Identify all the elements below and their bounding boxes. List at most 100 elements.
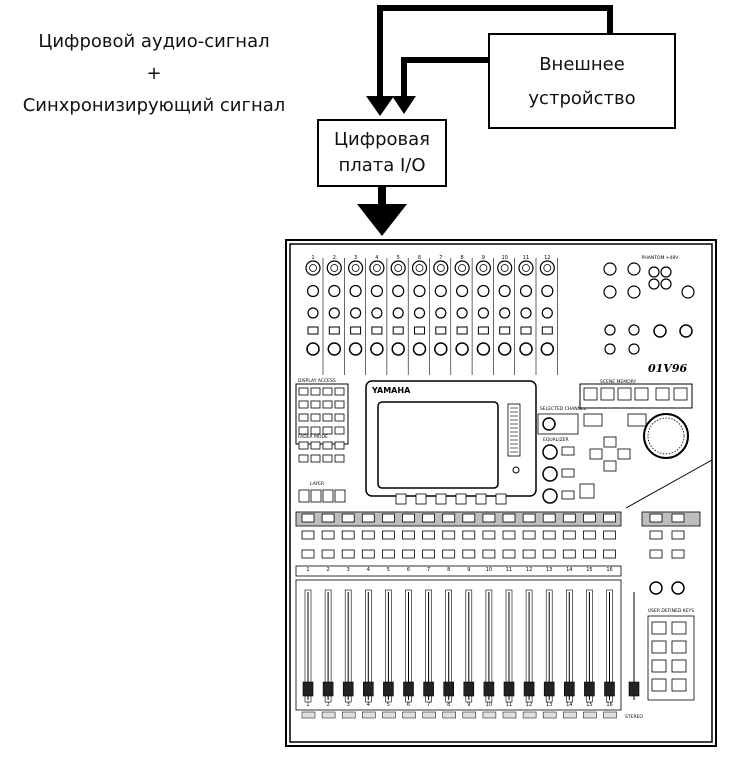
insert-jack	[457, 308, 467, 318]
pad-switch	[372, 327, 382, 334]
fader-knob	[343, 682, 353, 696]
gain-knob	[605, 325, 615, 335]
channel-number: 12	[526, 567, 532, 573]
xlr-input-core	[331, 265, 338, 272]
lcd-screen	[378, 402, 498, 488]
eq-knob	[543, 467, 557, 481]
fader-knob	[383, 682, 393, 696]
channel-number: 16	[606, 567, 612, 573]
channel-number: 6	[407, 567, 410, 573]
user-defined-key	[672, 641, 686, 653]
sel-key	[503, 514, 515, 522]
channel-number: 5	[387, 567, 390, 573]
sel-key	[382, 514, 394, 522]
channel-number: 14	[566, 567, 572, 573]
on-key	[382, 550, 394, 558]
store-scene-key	[674, 388, 687, 400]
channel-number: 6	[407, 702, 410, 708]
fader-knob	[444, 682, 454, 696]
sel-key	[483, 514, 495, 522]
display-access-key	[311, 414, 320, 421]
gain-knob	[477, 343, 489, 355]
channel-number: 2	[327, 567, 330, 573]
input-number: 10	[502, 255, 508, 261]
layer-key	[323, 490, 333, 502]
master-key	[650, 531, 662, 539]
sel-key	[563, 514, 575, 522]
xlr-input-core	[523, 265, 530, 272]
insert-jack	[393, 308, 403, 318]
fader-knob	[524, 682, 534, 696]
jack-input	[478, 286, 489, 297]
cursor-left-key	[590, 449, 602, 459]
on-key	[302, 550, 314, 558]
insert-jack	[329, 308, 339, 318]
fader-knob	[605, 682, 615, 696]
channel-number: 4	[367, 702, 370, 708]
pad-switch	[308, 327, 318, 334]
channel-number: 2	[327, 702, 330, 708]
stereo-fader-knob	[629, 682, 639, 696]
input-number: 12	[544, 255, 550, 261]
channel-number: 12	[526, 702, 532, 708]
store-key	[580, 484, 594, 498]
function-key	[416, 494, 426, 504]
scribble-strip	[382, 712, 395, 718]
pad-switch	[436, 327, 446, 334]
gain-knob	[307, 343, 319, 355]
pad-switch	[457, 327, 467, 334]
gain-knob	[499, 343, 511, 355]
pad-switch	[521, 327, 531, 334]
solo-key	[483, 531, 495, 539]
effect-return-knob	[650, 582, 662, 594]
channel-number: 5	[387, 702, 390, 708]
sel-key	[443, 514, 455, 522]
on-key	[563, 550, 575, 558]
display-access-key	[323, 401, 332, 408]
function-key	[476, 494, 486, 504]
channel-number: 15	[586, 567, 592, 573]
xlr-input-core	[416, 265, 423, 272]
pad-switch	[393, 327, 403, 334]
input-number: 2	[333, 255, 336, 261]
user-defined-key	[652, 660, 666, 672]
sel-key	[322, 514, 334, 522]
scribble-strip	[302, 712, 315, 718]
solo-key	[362, 531, 374, 539]
sel-key	[604, 514, 616, 522]
scene-key	[584, 388, 597, 400]
fader-knob	[564, 682, 574, 696]
solo-key	[583, 531, 595, 539]
master-sel-key	[650, 514, 662, 522]
on-key	[362, 550, 374, 558]
solo-key	[403, 531, 415, 539]
channel-number: 9	[467, 702, 470, 708]
scene-key	[635, 388, 648, 400]
insert-jack	[542, 308, 552, 318]
display-access-key	[335, 388, 344, 395]
insert-jack	[351, 308, 361, 318]
cursor-up-key	[604, 437, 616, 447]
on-key	[604, 550, 616, 558]
xlr-input-core	[373, 265, 380, 272]
display-access-key	[299, 427, 308, 434]
solo-key	[503, 531, 515, 539]
channel-number: 11	[506, 702, 512, 708]
sel-key	[342, 514, 354, 522]
function-key	[496, 494, 506, 504]
fader-mode-key	[323, 455, 332, 462]
fader-mode-key	[311, 455, 320, 462]
display-access-key	[323, 427, 332, 434]
sel-key	[423, 514, 435, 522]
scribble-strip	[604, 712, 617, 718]
stereo-label: STEREO	[625, 714, 643, 720]
xlr-input-core	[310, 265, 317, 272]
jack-input	[628, 286, 640, 298]
channel-number: 4	[367, 567, 370, 573]
input-number: 4	[375, 255, 378, 261]
gain-knob	[414, 343, 426, 355]
input-number: 6	[418, 255, 421, 261]
equalizer-label: EQUALIZER	[543, 437, 569, 443]
on-key	[322, 550, 334, 558]
effect-return-knob	[672, 582, 684, 594]
